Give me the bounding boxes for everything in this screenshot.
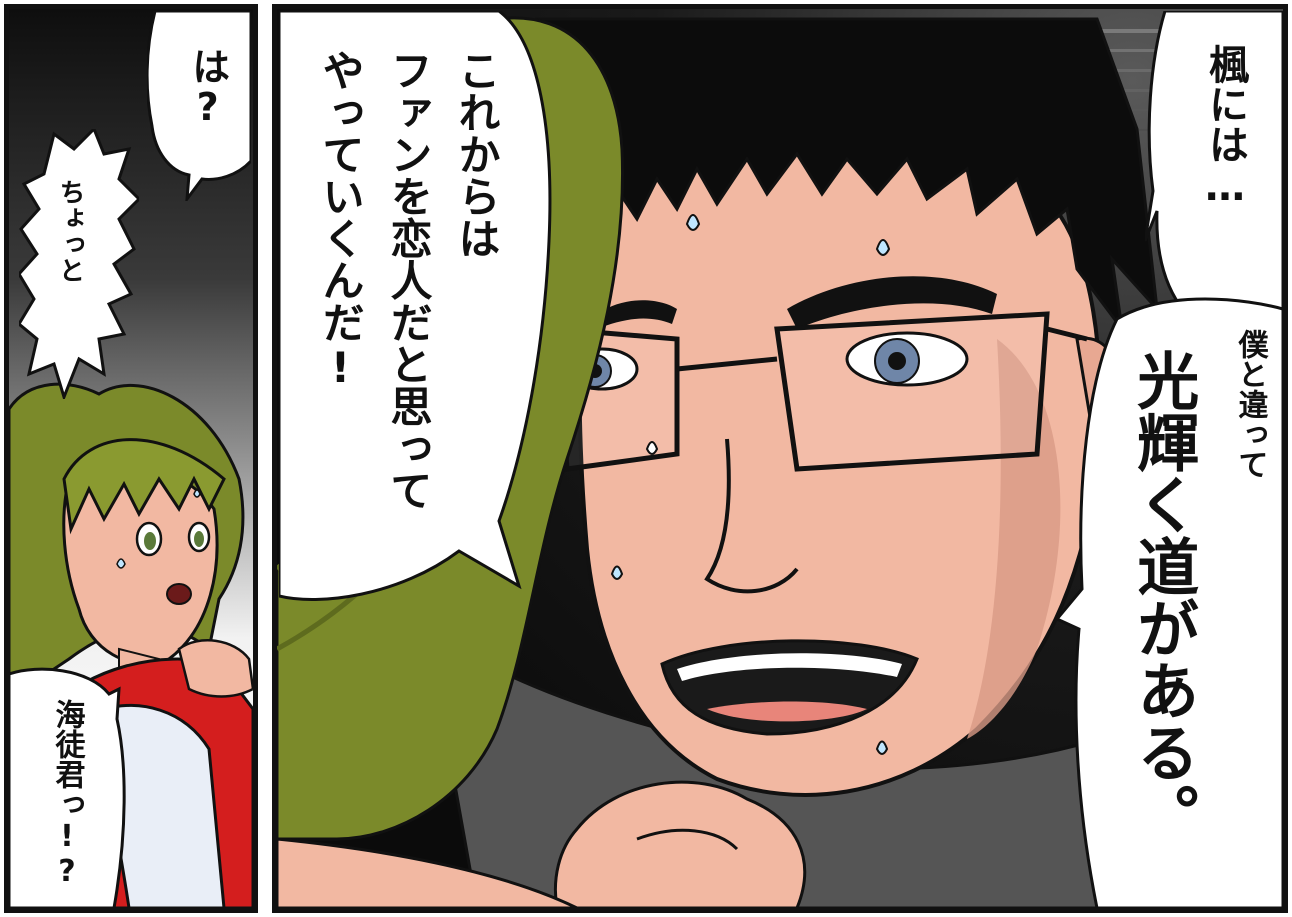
balloon-text-top: は? xyxy=(185,47,230,129)
right-panel: これからは ファンを恋人だと思って やっていくんだ! 楓には… 僕と違って 光輝… xyxy=(272,4,1288,913)
girl-bangs xyxy=(62,438,226,535)
glasses xyxy=(554,311,1088,472)
balloon-text-left-line-3: やっていくんだ! xyxy=(316,49,365,392)
balloon-text-bottom: 海徒君っ!? xyxy=(49,699,85,889)
balloon-text-right-top: 楓には… xyxy=(1202,44,1248,210)
girl-mouth xyxy=(166,583,192,605)
left-panel: は? ちょっと 海徒君っ!? xyxy=(4,4,258,913)
speech-balloon-top xyxy=(147,11,251,201)
balloon-text-right-bottom-large: 光輝く道がある。 xyxy=(1126,349,1200,845)
girl-hand xyxy=(177,639,253,698)
balloon-text-middle: ちょっと xyxy=(54,179,85,283)
woman-shoulder xyxy=(277,837,578,908)
speech-balloon-right-bottom xyxy=(1057,297,1283,908)
speech-balloon-left xyxy=(279,11,552,601)
man-hair xyxy=(535,17,1160,330)
man-eyebrow-left xyxy=(597,300,677,329)
balloon-text-right-bottom-small: 僕と違って xyxy=(1232,329,1268,479)
man-eyebrow-right xyxy=(787,276,997,329)
balloon-text-left-line-1: これからは xyxy=(452,49,501,259)
balloon-text-left-line-2: ファンを恋人だと思って xyxy=(384,49,433,511)
man-nose xyxy=(704,438,799,594)
speech-balloon-middle xyxy=(19,129,139,399)
speech-balloon-bottom xyxy=(9,667,126,908)
man-hand xyxy=(553,780,807,908)
